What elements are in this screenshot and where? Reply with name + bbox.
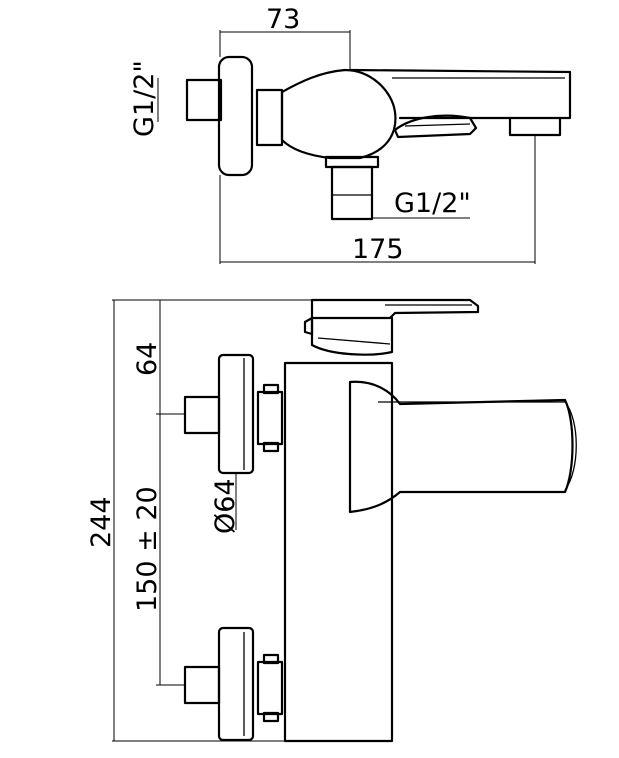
side-spout-curve — [564, 401, 577, 491]
top-spout-tip — [508, 116, 562, 137]
side-lower-nut-cap-bottom — [262, 711, 280, 723]
side-upper-flange — [217, 353, 255, 475]
top-view: 73 175 G1/2" G1/2" — [129, 4, 572, 265]
side-lower-flange — [217, 626, 255, 742]
dim-244-label: 244 — [86, 496, 117, 548]
side-upper-nut-cap — [262, 383, 280, 395]
top-outlet-pipe — [330, 165, 374, 221]
side-lower-pipe — [183, 665, 221, 705]
top-inlet-pipe — [185, 78, 223, 122]
outlet-thread-label: G1/2" — [394, 188, 471, 219]
dim-73-label: 73 — [266, 4, 300, 35]
side-spout — [348, 380, 574, 514]
top-lever — [393, 114, 478, 139]
inlet-thread-label: G1/2" — [129, 60, 160, 137]
side-view: 244 64 150 ± 20 Ø64 — [86, 298, 577, 743]
side-lower-nut-cap — [262, 653, 280, 665]
dim-150-label: 150 ± 20 — [132, 486, 163, 612]
top-lever-line — [404, 123, 471, 127]
side-upper-nut — [256, 390, 284, 446]
top-mixer-body — [280, 68, 397, 160]
dim-64-label: 64 — [132, 342, 163, 376]
side-upper-pipe — [183, 395, 221, 435]
side-cartridge-line — [317, 337, 391, 345]
top-spout — [348, 68, 572, 120]
side-upper-nut-cap-bottom — [262, 441, 280, 453]
side-cartridge — [310, 316, 394, 356]
side-lever — [310, 298, 480, 320]
dim-flange-label: Ø64 — [210, 478, 241, 534]
top-wall-flange — [217, 55, 254, 177]
side-lower-nut — [256, 660, 284, 716]
dim-175-label: 175 — [352, 234, 404, 265]
top-connection-nut — [255, 88, 284, 147]
side-mixer-body — [283, 361, 394, 743]
